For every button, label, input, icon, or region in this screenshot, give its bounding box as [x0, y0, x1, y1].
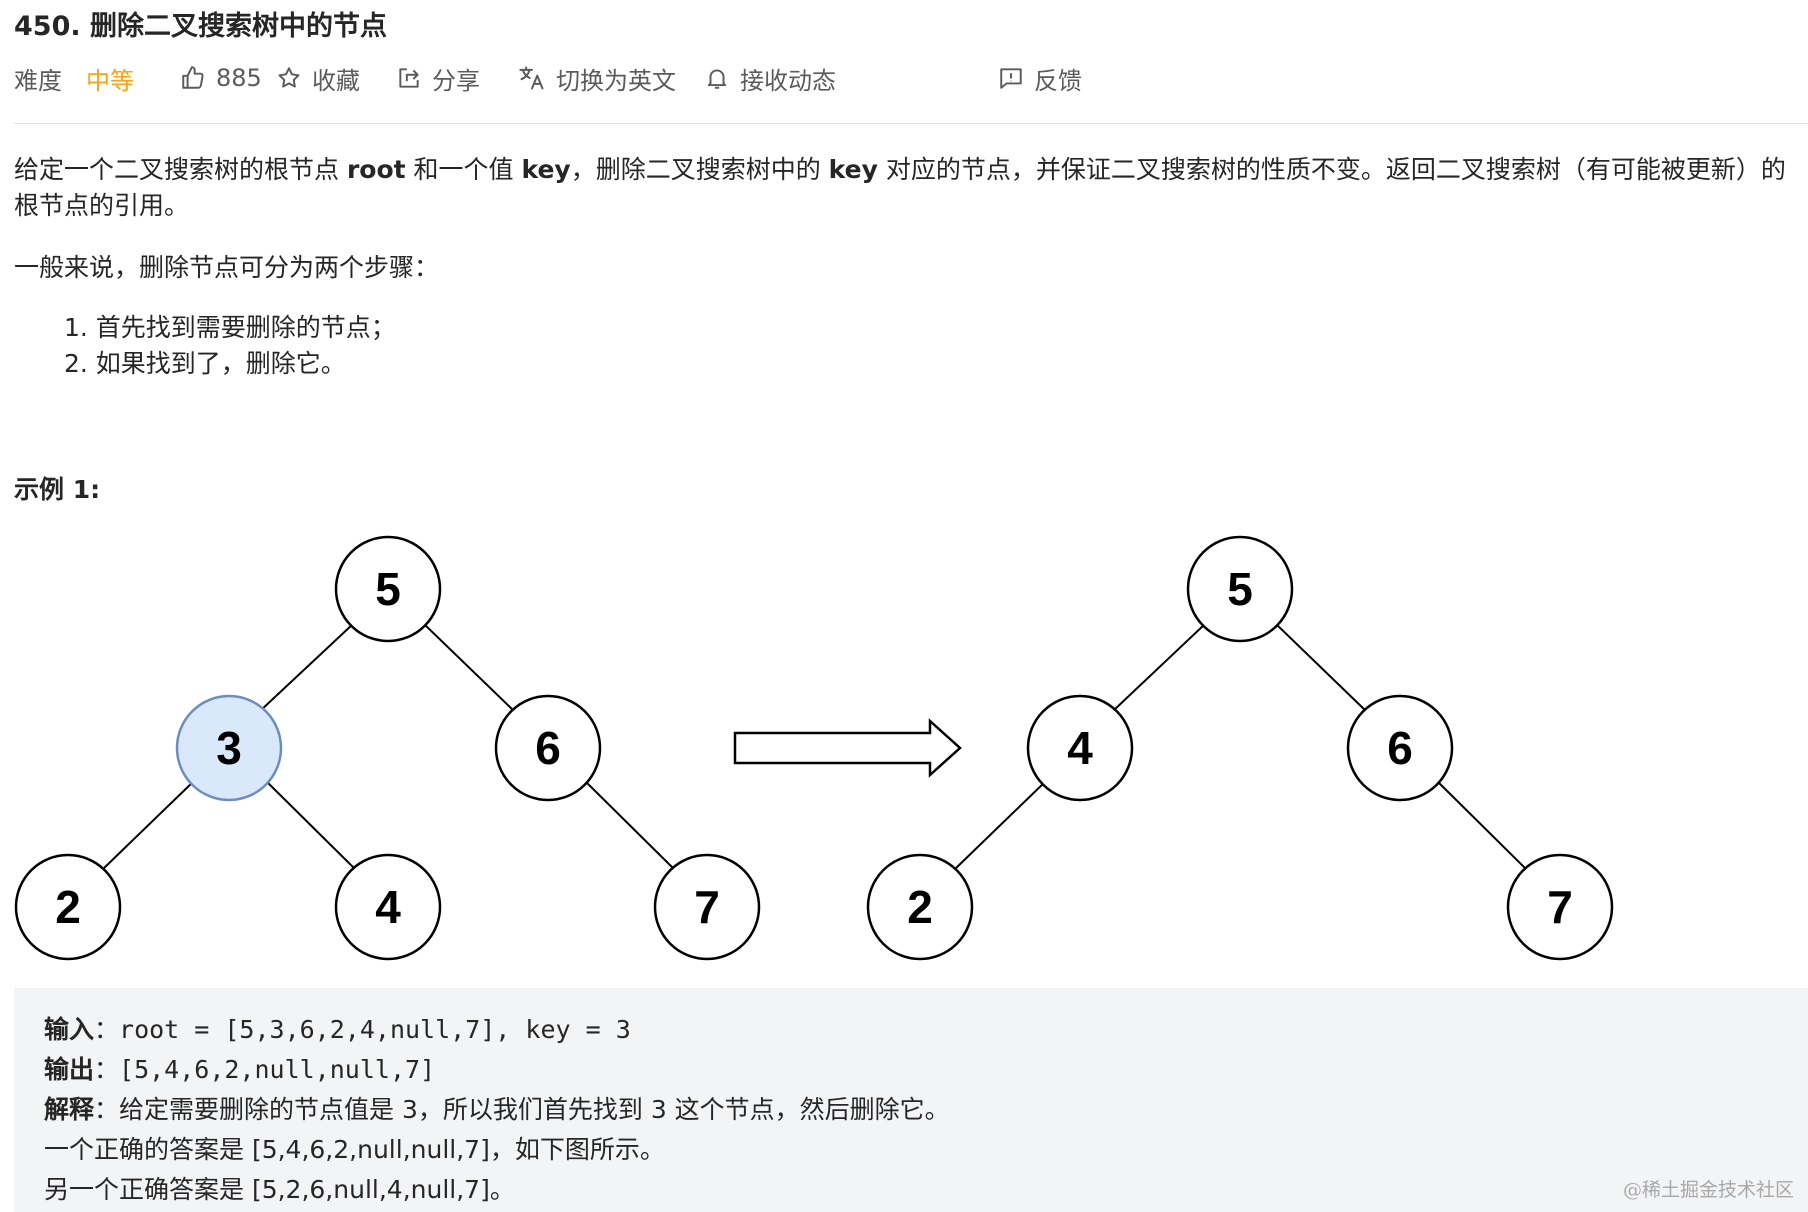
after-tree-edges: [954, 623, 1527, 870]
edge: [1275, 623, 1367, 712]
switch-language-button[interactable]: 切换为英文: [518, 58, 676, 98]
input-value: ：root = [5,3,6,2,4,null,7], key = 3: [94, 1015, 631, 1044]
share-icon: [396, 65, 422, 91]
tree-node-3-highlighted: 3: [175, 694, 283, 802]
tree-node-5: 5: [334, 535, 442, 643]
watermark: @稀土掘金技术社区: [1622, 1179, 1794, 1201]
thumbs-up-icon: [180, 65, 206, 91]
node-circle: [14, 853, 122, 961]
translate-icon: [518, 64, 546, 92]
node-circle: [334, 535, 442, 643]
node-label: 3: [216, 722, 242, 774]
node-label: 4: [1067, 722, 1093, 774]
edge: [259, 623, 354, 712]
node-circle: [1506, 853, 1614, 961]
node-label: 4: [375, 881, 401, 933]
tree-node-5: 5: [1186, 535, 1294, 643]
problem-title: 450. 删除二叉搜索树中的节点: [14, 11, 388, 42]
description-paragraph-2: 一般来说，删除节点可分为两个步骤：: [14, 253, 440, 282]
node-circle: [653, 853, 761, 961]
desc-text: 给定一个二叉搜索树的根节点: [14, 155, 347, 184]
feedback-button[interactable]: 反馈: [998, 58, 1082, 98]
edge: [423, 623, 515, 712]
code-key: key: [828, 155, 878, 184]
list-item: 2. 如果找到了，删除它。: [64, 349, 346, 378]
node-label: 5: [375, 563, 401, 615]
desc-text: 对应的节点，并保证二叉搜索树的性质不变。返回二叉搜索树（有可能被更新）的根节点的…: [14, 155, 1786, 220]
difficulty: 难度 中等: [14, 58, 134, 98]
difficulty-label: 难度: [14, 66, 62, 95]
node-circle: [1186, 535, 1294, 643]
edge: [1435, 779, 1527, 870]
bell-icon: [704, 65, 730, 91]
code-root: root: [346, 155, 406, 184]
example-answer-2: 另一个正确答案是 [5,2,6,null,4,null,7]。: [44, 1175, 515, 1204]
example-explanation: 解释：给定需要删除的节点值是 3，所以我们首先找到 3 这个节点，然后删除它。: [44, 1090, 950, 1126]
edge: [954, 779, 1048, 870]
share-label: 分享: [432, 66, 480, 95]
description-paragraph-1: 给定一个二叉搜索树的根节点 root 和一个值 key，删除二叉搜索树中的 ke…: [14, 152, 1794, 224]
subscribe-button[interactable]: 接收动态: [704, 58, 836, 98]
star-icon: [276, 65, 302, 91]
node-circle: [1346, 694, 1454, 802]
tree-node-6: 6: [1346, 694, 1454, 802]
desc-text: ，删除二叉搜索树中的: [570, 155, 829, 184]
tree-node-2: 2: [14, 853, 122, 961]
like-button[interactable]: 885: [180, 58, 262, 98]
favorite-button[interactable]: 收藏: [276, 58, 360, 98]
output-value: ：[5,4,6,2,null,null,7]: [94, 1055, 436, 1084]
subscribe-label: 接收动态: [740, 66, 836, 95]
before-tree-edges: [102, 623, 675, 870]
node-label: 5: [1227, 563, 1253, 615]
output-label: 输出: [44, 1055, 95, 1084]
list-item: 1. 首先找到需要删除的节点；: [64, 313, 396, 342]
share-button[interactable]: 分享: [396, 58, 480, 98]
node-circle: [334, 853, 442, 961]
tree-node-7: 7: [653, 853, 761, 961]
example-input: 输入：root = [5,3,6,2,4,null,7], key = 3: [44, 1010, 631, 1046]
node-circle: [494, 694, 602, 802]
tree-node-4: 4: [334, 853, 442, 961]
feedback-label: 反馈: [1034, 66, 1082, 95]
favorite-label: 收藏: [312, 66, 360, 95]
code-key: key: [521, 155, 571, 184]
example-answer-1: 一个正确的答案是 [5,4,6,2,null,null,7]，如下图所示。: [44, 1135, 665, 1164]
example-output: 输出：[5,4,6,2,null,null,7]: [44, 1050, 435, 1086]
node-label: 6: [1387, 722, 1413, 774]
steps-list: 1. 首先找到需要删除的节点； 2. 如果找到了，删除它。: [64, 310, 396, 382]
desc-text: 和一个值: [405, 155, 522, 184]
node-label: 7: [1547, 881, 1573, 933]
switch-language-label: 切换为英文: [556, 66, 676, 95]
like-count: 885: [216, 64, 262, 92]
node-circle: [866, 853, 974, 961]
tree-node-2: 2: [866, 853, 974, 961]
tree-node-7: 7: [1506, 853, 1614, 961]
difficulty-badge: 中等: [86, 66, 134, 95]
node-circle: [175, 694, 283, 802]
example-code-block: 输入：root = [5,3,6,2,4,null,7], key = 3 输出…: [14, 988, 1808, 1212]
tree-node-6: 6: [494, 694, 602, 802]
header-divider: [14, 123, 1808, 124]
explanation-label: 解释: [44, 1095, 95, 1124]
example-title: 示例 1:: [14, 475, 101, 504]
node-circle: [1026, 694, 1134, 802]
input-label: 输入: [44, 1015, 95, 1044]
node-label: 7: [694, 881, 720, 933]
edge: [264, 779, 356, 870]
node-label: 2: [55, 881, 81, 933]
feedback-icon: [998, 65, 1024, 91]
node-label: 6: [535, 722, 561, 774]
edge: [1112, 623, 1206, 712]
tree-diagram: 5 3 6 2 4 7 5 4 6 2 7: [14, 535, 1614, 961]
arrow-right-icon: [733, 718, 962, 778]
node-label: 2: [907, 881, 933, 933]
tree-node-4: 4: [1026, 694, 1134, 802]
edge: [583, 779, 675, 870]
edge: [102, 779, 196, 870]
explanation-value: ：给定需要删除的节点值是 3，所以我们首先找到 3 这个节点，然后删除它。: [94, 1095, 950, 1124]
